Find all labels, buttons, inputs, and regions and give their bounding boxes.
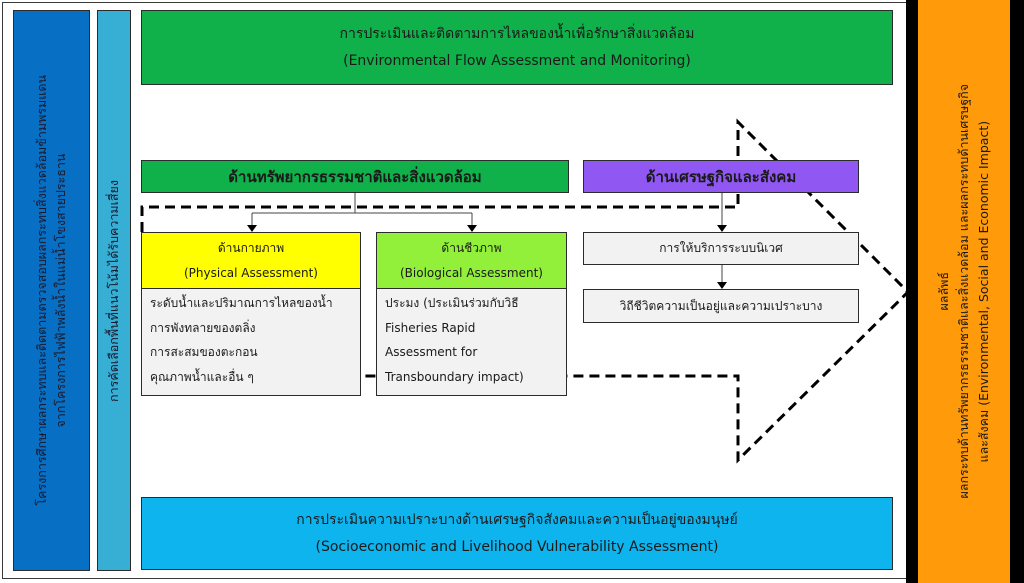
output-line2: และสังคม (Environmental, Social and Econ… xyxy=(976,120,991,463)
list-item: คุณภาพน้ำและอื่น ๆ xyxy=(150,369,254,384)
output-border-left xyxy=(906,0,918,583)
biological-title-thai: ด้านชีวภาพ xyxy=(441,240,502,255)
list-item: Fisheries Rapid xyxy=(385,320,476,335)
ecosystem-services-label: การให้บริการระบบนิเวศ xyxy=(659,241,783,255)
socioeconomic-title: ด้านเศรษฐกิจและสังคม xyxy=(645,167,797,186)
project-label: โครงการศึกษาผลกระทบและติดตามตรวจสอบผลกระ… xyxy=(33,75,71,506)
project-label-line1: โครงการศึกษาผลกระทบและติดตามตรวจสอบผลกระ… xyxy=(33,75,49,506)
livelihood-vulnerability-label: วิถีชีวิตความเป็นอยู่และความเปราะบาง xyxy=(619,298,823,313)
natural-resources-header: ด้านทรัพยากรธรรมชาติและสิ่งแวดล้อม xyxy=(141,160,569,193)
output-label: ผลลัพธ์ ผลกระทบด้านทรัพยากรธรรมชาติและสิ… xyxy=(934,84,994,499)
site-selection-label: การคัดเลือกพื้นที่แนวโน้มได้รับความเสี่ย… xyxy=(105,179,121,402)
site-selection-column: การคัดเลือกพื้นที่แนวโน้มได้รับความเสี่ย… xyxy=(97,10,131,571)
eflow-title-english: (Environmental Flow Assessment and Monit… xyxy=(343,52,691,69)
vulnerability-assessment-banner: การประเมินความเปราะบางด้านเศรษฐกิจสังคมแ… xyxy=(141,497,893,570)
biological-assessment-list: ประมง (ประเมินร่วมกับวิธี Fisheries Rapi… xyxy=(376,288,567,396)
list-item: การพังทลายของตลิ่ง xyxy=(150,320,256,335)
output-title: ผลลัพธ์ xyxy=(936,272,951,311)
list-item: Transboundary impact) xyxy=(385,369,524,384)
physical-title-thai: ด้านกายภาพ xyxy=(217,240,285,255)
list-item: การสะสมของตะกอน xyxy=(150,345,258,359)
livelihood-vulnerability-box: วิถีชีวิตความเป็นอยู่และความเปราะบาง xyxy=(583,289,859,323)
natural-resources-title: ด้านทรัพยากรธรรมชาติและสิ่งแวดล้อม xyxy=(228,167,482,186)
project-label-line2: จากโครงการไฟฟ้าพลังน้ำในแม่น้ำโขงสายประธ… xyxy=(52,153,68,428)
list-item: ระดับน้ำและปริมาณการไหลของน้ำ xyxy=(150,296,333,310)
list-item: ประมง (ประเมินร่วมกับวิธี xyxy=(385,296,519,310)
diagram-frame xyxy=(2,2,906,579)
output-column: ผลลัพธ์ ผลกระทบด้านทรัพยากรธรรมชาติและสิ… xyxy=(918,0,1010,583)
list-item: Assessment for xyxy=(385,345,478,359)
socioeconomic-header: ด้านเศรษฐกิจและสังคม xyxy=(583,160,859,193)
eflow-title-thai: การประเมินและติดตามการไหลของน้ำเพื่อรักษ… xyxy=(339,25,695,42)
biological-title-english: (Biological Assessment) xyxy=(400,265,543,280)
physical-title-english: (Physical Assessment) xyxy=(184,265,318,280)
output-border-right xyxy=(1010,0,1024,583)
biological-assessment-header: ด้านชีวภาพ (Biological Assessment) xyxy=(376,232,567,289)
physical-assessment-header: ด้านกายภาพ (Physical Assessment) xyxy=(141,232,361,289)
vulnerability-title-english: (Socioeconomic and Livelihood Vulnerabil… xyxy=(315,538,719,555)
project-column: โครงการศึกษาผลกระทบและติดตามตรวจสอบผลกระ… xyxy=(13,10,90,571)
output-line1: ผลกระทบด้านทรัพยากรธรรมชาติและสิ่งแวดล้อ… xyxy=(956,84,971,499)
eflow-assessment-banner: การประเมินและติดตามการไหลของน้ำเพื่อรักษ… xyxy=(141,10,893,85)
vulnerability-title-thai: การประเมินความเปราะบางด้านเศรษฐกิจสังคมแ… xyxy=(296,511,738,528)
ecosystem-services-box: การให้บริการระบบนิเวศ xyxy=(583,232,859,265)
physical-assessment-list: ระดับน้ำและปริมาณการไหลของน้ำ การพังทลาย… xyxy=(141,288,361,396)
